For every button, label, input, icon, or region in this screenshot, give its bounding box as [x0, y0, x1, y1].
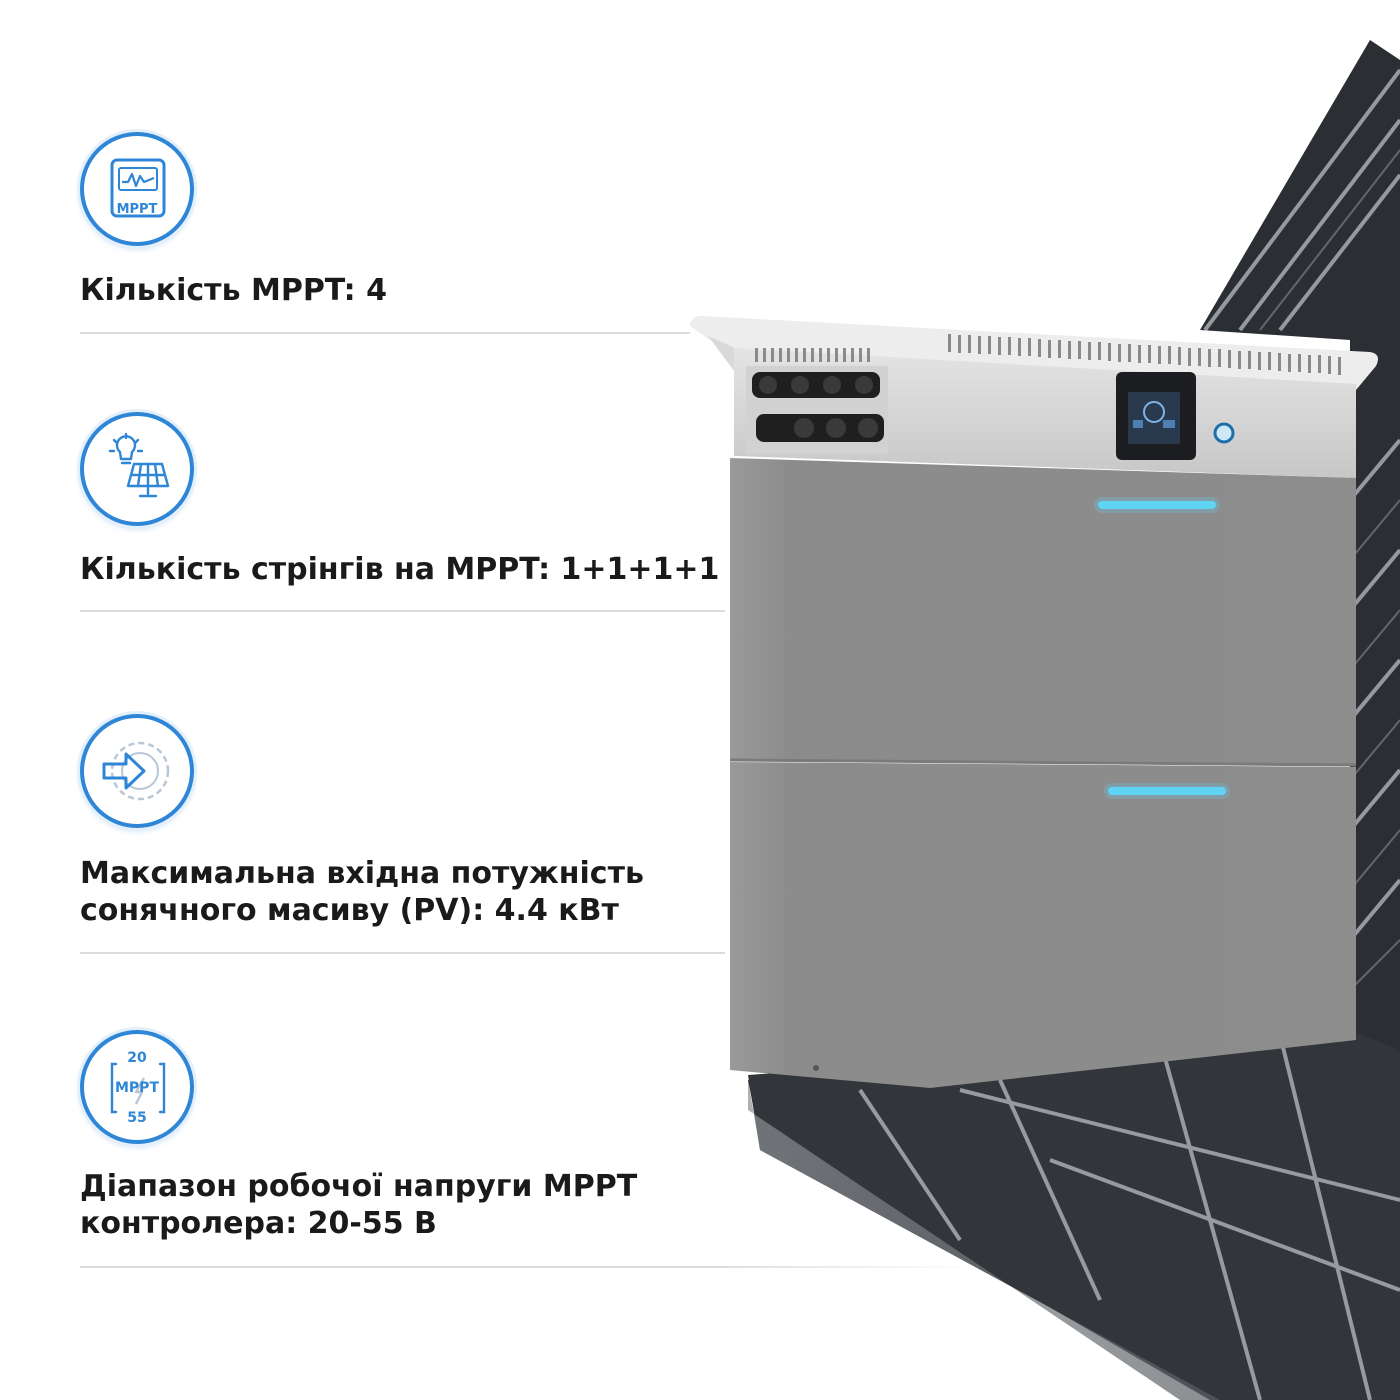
voltage-range-label: MPPT [114, 1080, 159, 1096]
spec-text: Максимальна вхідна потужність сонячного … [80, 855, 644, 929]
arrow-gear-icon [80, 714, 194, 828]
voltage-range-max: 55 [127, 1110, 147, 1126]
bulb-solar-panel-icon [80, 412, 194, 526]
voltage-range-min: 20 [127, 1050, 147, 1066]
divider [80, 1266, 980, 1268]
spec-text: Кількість MPPT: 4 [80, 272, 387, 309]
mppt-chart-icon: MPPT [80, 132, 194, 246]
spec-text-line: Максимальна вхідна потужність [80, 856, 644, 891]
spec-text: Діапазон робочої напруги MPPT контролера… [80, 1168, 637, 1242]
spec-text-line: Діапазон робочої напруги MPPT [80, 1169, 638, 1204]
divider [80, 610, 725, 612]
spec-text: Кількість стрінгів на MPPT: 1+1+1+1 [80, 551, 719, 588]
divider [80, 332, 690, 334]
voltage-range-icon: 20 MPPT 55 [80, 1030, 194, 1144]
spec-text-line: контролера: 20-55 В [80, 1206, 437, 1241]
spec-text-line: Кількість MPPT: 4 [80, 273, 387, 308]
divider [80, 952, 725, 954]
mppt-chart-icon-label: MPPT [116, 202, 158, 217]
spec-text-line: сонячного масиву (PV): 4.4 кВт [80, 893, 619, 928]
spec-text-line: Кількість стрінгів на MPPT: 1+1+1+1 [80, 552, 720, 587]
